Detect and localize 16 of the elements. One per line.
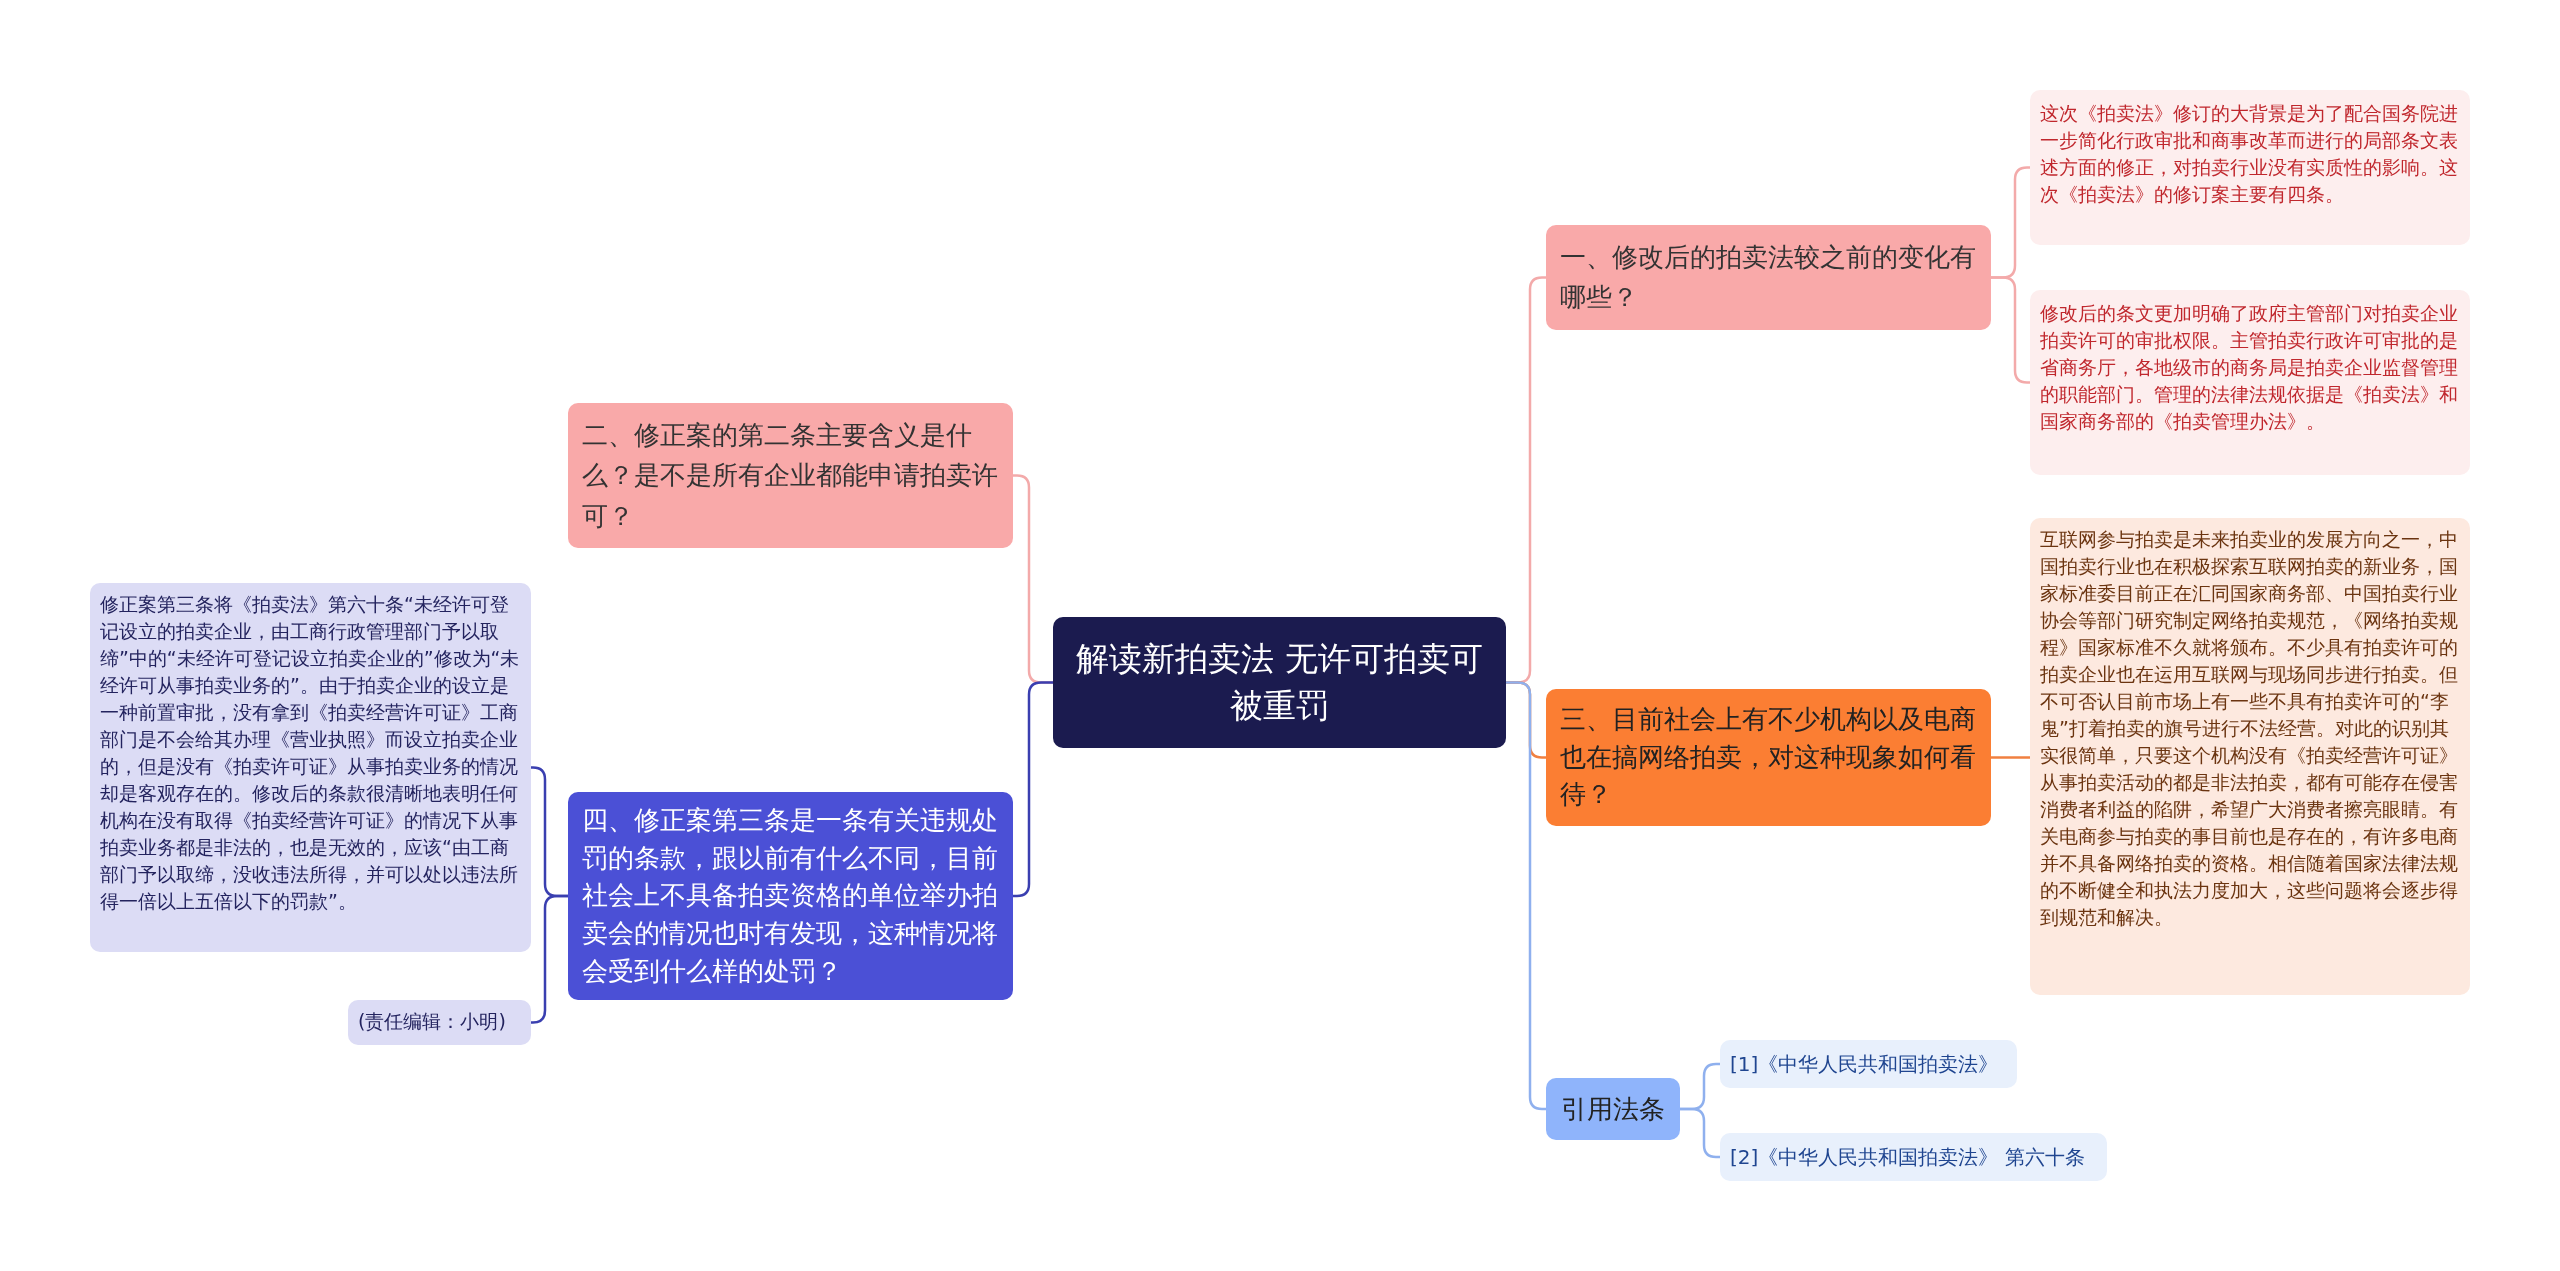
reference-box: [1]《中华人民共和国拍卖法》	[1720, 1040, 2017, 1088]
connector-line	[1991, 276, 2030, 384]
topic-box: 引用法条	[1546, 1078, 1680, 1140]
connector-line	[1991, 756, 2030, 759]
note-box: (责任编辑：小明)	[348, 1000, 531, 1045]
topic-box: 一、修改后的拍卖法较之前的变化有哪些？	[1546, 225, 1991, 330]
note-box: 修正案第三条将《拍卖法》第六十条“未经许可登记设立的拍卖企业，由工商行政管理部门予以取缔”中的“未经许可登记设立拍卖企业的”修改为“未经许可从事拍卖业务的”。由于拍卖企业的设立是一种前置审批，没有拿到《拍卖经营许可证》工商部门是不会给其办理《营业执照》而设立拍卖企业的，但是没有《拍卖许可证》从事拍卖业务的情况却是客观存在的。修改后的条款很清晰地表明任何机构在没有取得《拍卖经营许可证》的情况下从事拍卖业务都是非法的，也是无效的，应该“由工商部门予以取缔，没收违法所得，并可以处以违法所得一倍以上五倍以下的罚款”。	[90, 583, 531, 952]
reference-box: [2]《中华人民共和国拍卖法》 第六十条	[1720, 1133, 2107, 1181]
note-box: 修改后的条文更加明确了政府主管部门对拍卖企业拍卖许可的审批权限。主管拍卖行政许可审批的是省商务厅，各地级市的商务局是拍卖企业监督管理的职能部门。管理的法律法规依据是《拍卖法》和国家商务部的《拍卖管理办法》。	[2030, 290, 2470, 475]
topic-box: 三、目前社会上有不少机构以及电商也在搞网络拍卖，对这种现象如何看待？	[1546, 689, 1991, 827]
connector-line	[1680, 1107, 1720, 1159]
topic-box: 二、修正案的第二条主要含义是什么？是不是所有企业都能申请拍卖许可？	[568, 403, 1013, 548]
topic-box: 四、修正案第三条是一条有关违规处罚的条款，跟以前有什么不同，目前社会上不具备拍卖资格的单位举办拍卖会的情况也时有发现，这种情况将会受到什么样的处罚？	[568, 792, 1013, 1001]
topic-box: 解读新拍卖法 无许可拍卖可被重罚	[1053, 617, 1506, 748]
note-box: 这次《拍卖法》修订的大背景是为了配合国务院进一步简化行政审批和商事改革而进行的局部条文表述方面的修正，对拍卖行业没有实质性的影响。这次《拍卖法》的修订案主要有四条。	[2030, 90, 2470, 245]
note-box: 互联网参与拍卖是未来拍卖业的发展方向之一，中国拍卖行业也在积极探索互联网拍卖的新业务，国家标准委目前正在汇同国家商务部、中国拍卖行业协会等部门研究制定网络拍卖规范，《网络拍卖规程》国家标准不久就将颁布。不少具有拍卖许可的拍卖企业也在运用互联网与现场同步进行拍卖。但不可否认目前市场上有一些不具有拍卖许可的“李鬼”打着拍卖的旗号进行不法经营。对此的识别其实很简单，只要这个机构没有《拍卖经营许可证》从事拍卖活动的都是非法拍卖，都有可能存在侵害消费者利益的陷阱，希望广大消费者擦亮眼睛。有关电商参与拍卖的事目前也是存在的，有许多电商并不具备网络拍卖的资格。相信随着国家法律法规的不断健全和执法力度加大，这些问题将会逐步得到规范和解决。	[2030, 518, 2470, 995]
